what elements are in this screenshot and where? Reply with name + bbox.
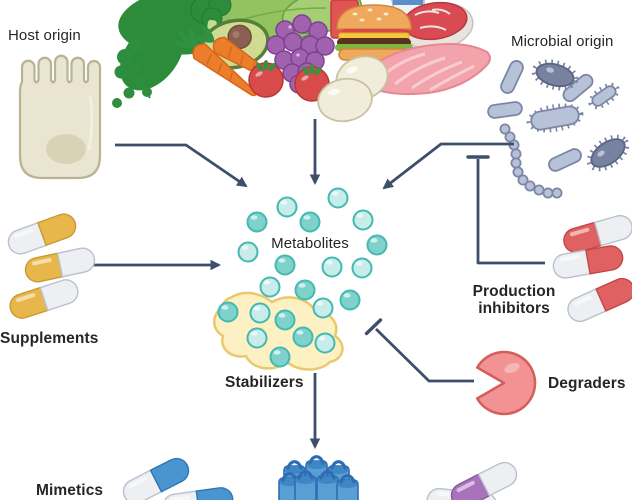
inhibition-degraders <box>364 318 474 383</box>
intestinal-cell-icon <box>18 54 102 180</box>
yellow-capsules-icon <box>4 210 98 322</box>
mimetics-label: Mimetics <box>36 482 104 499</box>
microbial-origin-label: Microbial origin <box>511 33 614 50</box>
purple-capsules-icon <box>425 457 522 500</box>
production-inhibitors-label: Production inhibitors <box>472 283 556 318</box>
cocci-chain <box>499 123 563 199</box>
bacteria-cluster-icon <box>486 58 632 199</box>
burger <box>335 4 413 61</box>
blue-capsules-icon <box>118 453 236 500</box>
inhibition-production <box>466 155 545 265</box>
arrow-host-to-metabolites <box>115 143 248 188</box>
supplements-label: Supplements <box>0 330 99 347</box>
parsley <box>112 39 152 108</box>
bag-of-capsules-icon <box>278 455 359 500</box>
arrow-microbial-to-metabolites <box>382 142 514 190</box>
steak <box>400 1 474 51</box>
pacman-enzyme-icon <box>475 350 537 416</box>
eggs <box>317 55 389 123</box>
edges <box>93 119 545 449</box>
food-pile-icon <box>112 0 491 123</box>
degraders-label: Degraders <box>548 375 626 392</box>
stabilizer-blob-icon <box>213 291 344 371</box>
stabilizers-label: Stabilizers <box>225 374 304 391</box>
cell-highlight <box>87 95 94 151</box>
metabolites-label: Metabolites <box>271 235 349 252</box>
host-origin-label: Host origin <box>8 27 81 44</box>
cell-nucleus <box>46 134 86 164</box>
